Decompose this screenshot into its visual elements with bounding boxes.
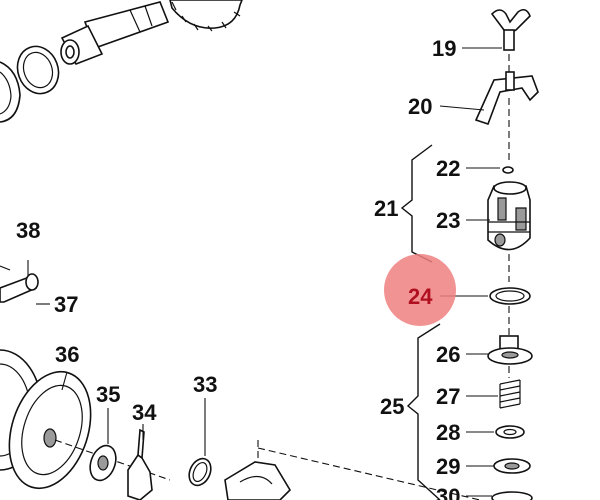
label-26: 26 — [436, 342, 460, 367]
part-labels: 19 20 21 22 23 24 25 26 27 28 29 30 33 3… — [16, 36, 460, 500]
label-34: 34 — [132, 400, 157, 425]
valve-head-26 — [466, 306, 533, 365]
spring-27 — [466, 366, 521, 409]
label-38: 38 — [16, 218, 40, 243]
pin-37-assembly — [0, 260, 50, 305]
pin-22 — [466, 166, 514, 174]
label-30: 30 — [436, 484, 460, 500]
label-19: 19 — [432, 36, 456, 61]
pulley-36-assembly — [0, 349, 171, 490]
wing-nut-19 — [462, 8, 531, 51]
label-27: 27 — [436, 384, 460, 409]
highlight-marker — [384, 254, 456, 326]
fork-bracket-20 — [439, 54, 539, 162]
washer-35 — [89, 408, 117, 482]
label-22: 22 — [436, 156, 460, 181]
label-25: 25 — [380, 394, 404, 419]
label-20: 20 — [408, 94, 432, 119]
label-33: 33 — [193, 372, 217, 397]
label-36: 36 — [55, 342, 79, 367]
brace-25 — [406, 323, 441, 500]
washer-29 — [466, 458, 531, 474]
label-29: 29 — [436, 454, 460, 479]
label-21: 21 — [374, 196, 398, 221]
label-24: 24 — [408, 284, 433, 309]
label-23: 23 — [436, 208, 460, 233]
brace-21 — [400, 144, 433, 263]
label-28: 28 — [436, 420, 460, 445]
label-35: 35 — [96, 382, 120, 407]
valve-body-23 — [466, 181, 531, 282]
oring-33 — [188, 398, 212, 487]
washer-28 — [466, 425, 525, 439]
housing-bottom — [224, 440, 481, 500]
part-30 — [466, 491, 533, 500]
shaft-gear-assembly — [0, 0, 243, 123]
bolt-34 — [127, 424, 153, 500]
label-37: 37 — [54, 292, 78, 317]
